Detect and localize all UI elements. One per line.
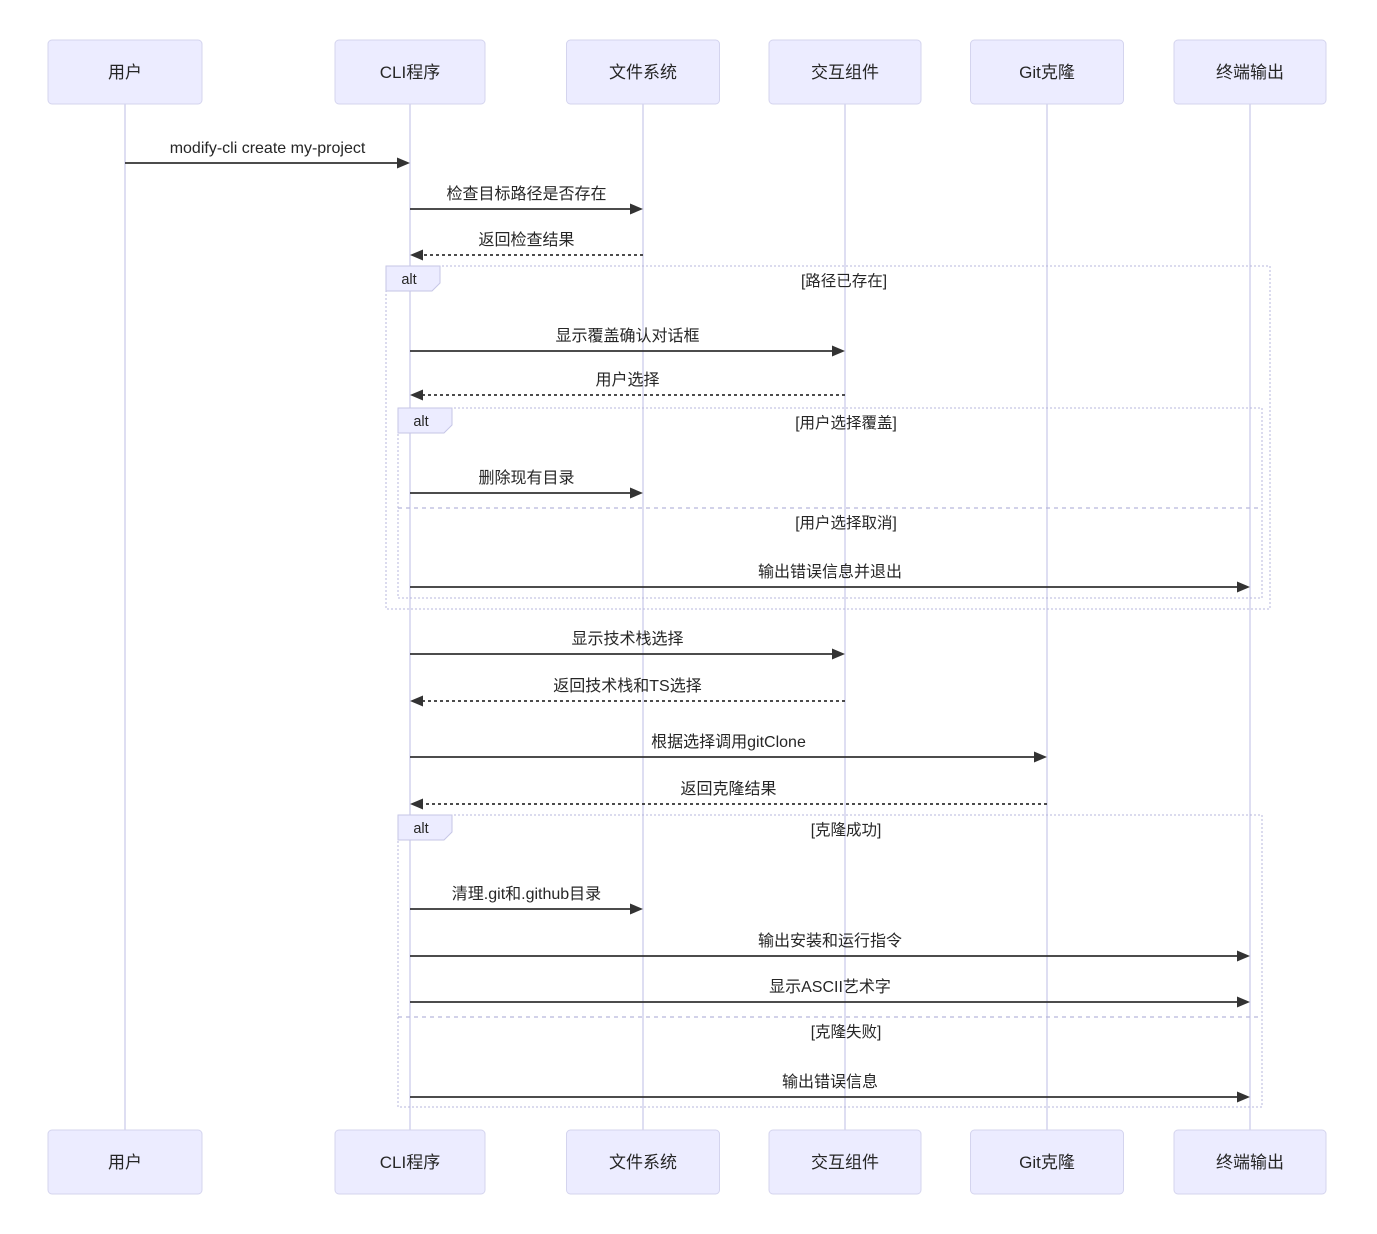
message-label: 显示覆盖确认对话框: [555, 327, 699, 345]
alt-tag: [397, 814, 453, 841]
actor-bottom-cli: CLI程序: [334, 1129, 486, 1195]
message-12: 输出安装和运行指令: [410, 932, 1250, 962]
message-arrowhead: [410, 389, 423, 401]
message-0: modify-cli create my-project: [125, 140, 410, 169]
message-label: 清理.git和.github目录: [452, 885, 601, 903]
message-label: 检查目标路径是否存在: [446, 185, 606, 203]
message-arrowhead: [630, 487, 643, 499]
actor-label: 文件系统: [609, 63, 677, 82]
actor-label: 用户: [108, 1153, 142, 1172]
alt-frame-2: [用户选择覆盖] [用户选择取消] alt: [397, 407, 1263, 599]
actor-label: Git克隆: [1019, 63, 1075, 82]
message-7: 显示技术栈选择: [410, 630, 845, 660]
message-1: 检查目标路径是否存在: [410, 185, 643, 215]
alt-tag: [385, 265, 441, 292]
actor-box: [768, 39, 922, 105]
actor-bottom-git: Git克隆: [970, 1129, 1124, 1195]
actor-box: [768, 1129, 922, 1195]
message-10: 返回克隆结果: [410, 780, 1047, 810]
message-arrowhead: [630, 903, 643, 915]
actor-box: [970, 39, 1124, 105]
actor-label: CLI程序: [380, 1153, 440, 1172]
message-arrowhead: [1034, 751, 1047, 763]
message-arrowhead: [397, 157, 410, 169]
actor-box: [334, 1129, 486, 1195]
alt-tag-label: alt: [401, 272, 416, 288]
alt-tag-label: alt: [413, 414, 428, 430]
actor-label: 终端输出: [1216, 63, 1284, 82]
message-arrowhead: [630, 203, 643, 215]
message-arrowhead: [1237, 1091, 1250, 1103]
alt-condition: [用户选择覆盖]: [795, 414, 897, 432]
actor-label: 文件系统: [609, 1153, 677, 1172]
message-label: 根据选择调用gitClone: [651, 733, 806, 751]
alt-frame-3: [克隆成功] [克隆失败] alt: [397, 814, 1263, 1108]
actor-box: [970, 1129, 1124, 1195]
message-label: 输出错误信息: [782, 1073, 878, 1091]
message-label: 用户选择: [595, 371, 659, 389]
message-label: 返回技术栈和TS选择: [553, 677, 701, 695]
actor-box: [47, 1129, 203, 1195]
message-8: 返回技术栈和TS选择: [410, 677, 845, 707]
message-3: 显示覆盖确认对话框: [410, 327, 845, 357]
alt-tag: [397, 407, 453, 434]
actor-label: 用户: [108, 63, 142, 82]
actor-box: [566, 1129, 720, 1195]
alt-condition: [用户选择取消]: [795, 514, 897, 532]
actor-box: [1173, 1129, 1327, 1195]
actor-top-git: Git克隆: [970, 39, 1124, 105]
actor-label: CLI程序: [380, 63, 440, 82]
message-5: 删除现有目录: [410, 469, 643, 499]
actor-top-fs: 文件系统: [566, 39, 720, 105]
message-label: 显示ASCII艺术字: [769, 978, 891, 996]
actor-box: [566, 39, 720, 105]
alt-condition: [路径已存在]: [801, 272, 887, 290]
alt-frame-border: [397, 814, 1263, 1108]
alt-condition: [克隆成功]: [811, 821, 882, 839]
message-14: 输出错误信息: [410, 1073, 1250, 1103]
actor-bottom-ui: 交互组件: [768, 1129, 922, 1195]
message-6: 输出错误信息并退出: [410, 563, 1250, 593]
alt-tag-label: alt: [413, 821, 428, 837]
alt-frame-1: [路径已存在] alt: [385, 265, 1271, 610]
message-label: modify-cli create my-project: [170, 140, 366, 157]
actor-label: 终端输出: [1216, 1153, 1284, 1172]
actor-top-cli: CLI程序: [334, 39, 486, 105]
message-13: 显示ASCII艺术字: [410, 978, 1250, 1008]
message-4: 用户选择: [410, 371, 845, 401]
message-arrowhead: [1237, 996, 1250, 1008]
message-arrowhead: [410, 798, 423, 810]
message-arrowhead: [832, 648, 845, 660]
message-arrowhead: [832, 345, 845, 357]
actor-box: [47, 39, 203, 105]
actor-label: Git克隆: [1019, 1153, 1075, 1172]
message-2: 返回检查结果: [410, 231, 643, 261]
message-label: 删除现有目录: [478, 469, 574, 487]
message-label: 返回检查结果: [478, 231, 574, 249]
actor-box: [334, 39, 486, 105]
actor-label: 交互组件: [811, 1153, 879, 1172]
message-label: 显示技术栈选择: [571, 630, 683, 648]
actor-label: 交互组件: [811, 63, 879, 82]
message-arrowhead: [410, 249, 423, 261]
message-9: 根据选择调用gitClone: [410, 733, 1047, 763]
actor-bottom-fs: 文件系统: [566, 1129, 720, 1195]
actor-top-term: 终端输出: [1173, 39, 1327, 105]
message-label: 输出错误信息并退出: [758, 563, 902, 581]
message-arrowhead: [410, 695, 423, 707]
alt-frame-border: [397, 407, 1263, 599]
message-arrowhead: [1237, 950, 1250, 962]
message-label: 返回克隆结果: [680, 780, 776, 798]
alt-frame-border: [385, 265, 1271, 610]
actor-box: [1173, 39, 1327, 105]
message-11: 清理.git和.github目录: [410, 885, 643, 915]
alt-condition: [克隆失败]: [811, 1023, 882, 1041]
message-arrowhead: [1237, 581, 1250, 593]
actor-top-user: 用户: [47, 39, 203, 105]
actor-top-ui: 交互组件: [768, 39, 922, 105]
actor-bottom-term: 终端输出: [1173, 1129, 1327, 1195]
message-label: 输出安装和运行指令: [758, 932, 902, 950]
actor-bottom-user: 用户: [47, 1129, 203, 1195]
